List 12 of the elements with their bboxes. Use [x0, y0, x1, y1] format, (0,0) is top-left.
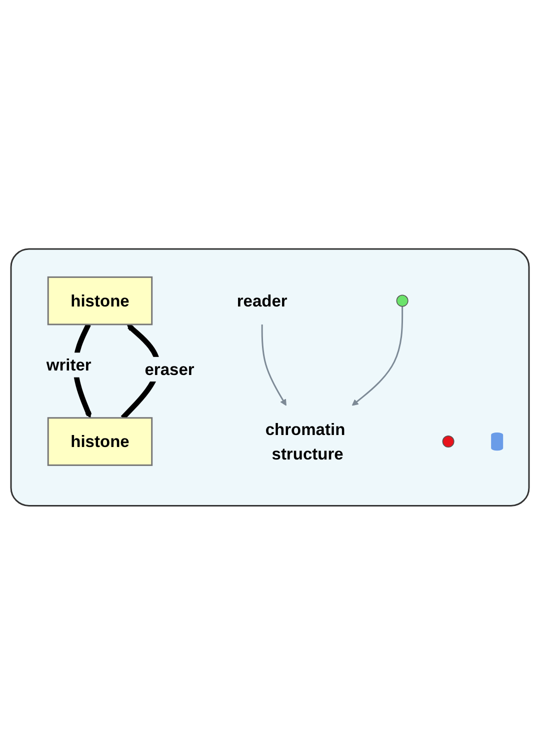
cluster: [10, 248, 530, 507]
node-circle: [442, 436, 454, 448]
node-text: chromatin structure: [265, 420, 346, 464]
node-circle: [396, 294, 408, 307]
arrow: [352, 306, 404, 406]
edge-label: writer: [46, 356, 92, 374]
node-box: histone: [47, 417, 153, 466]
arrow: [261, 324, 286, 406]
node-cylinder: [491, 432, 504, 451]
node-text: reader: [236, 292, 288, 310]
node-box: histone: [47, 276, 153, 326]
edge-label: eraser: [144, 360, 194, 379]
